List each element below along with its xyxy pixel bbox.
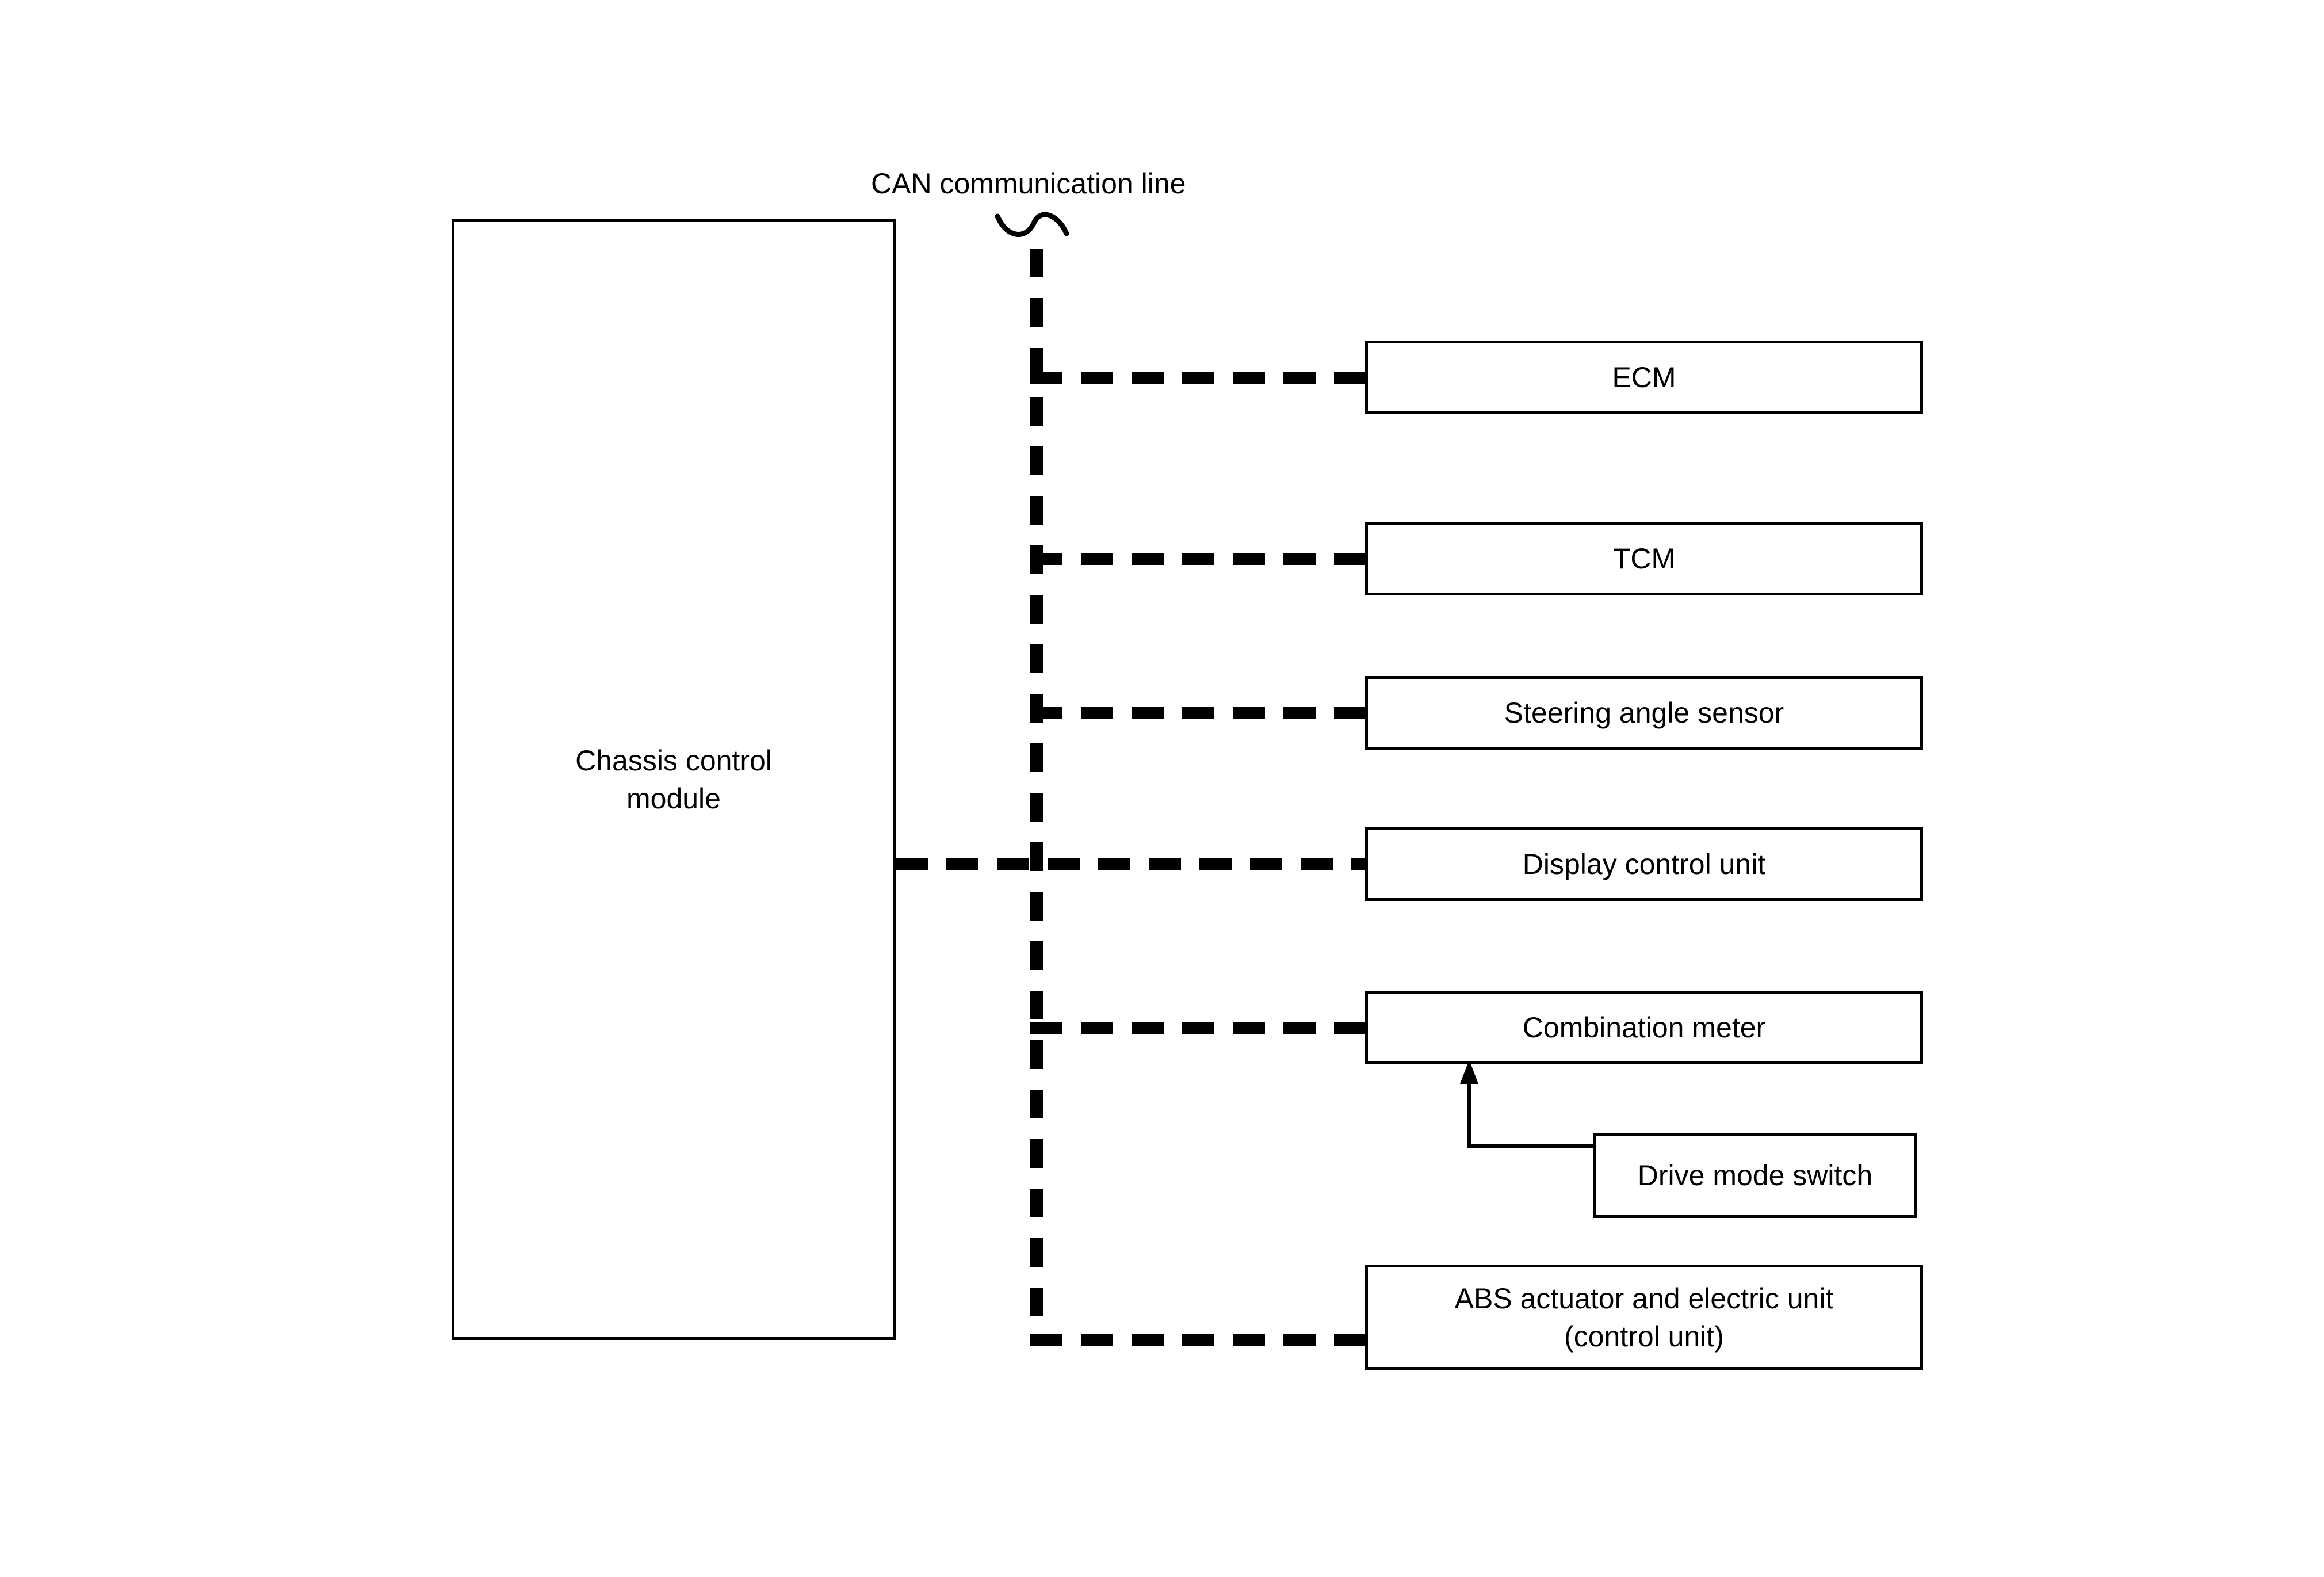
- combination-meter-label: Combination meter: [1522, 1011, 1766, 1044]
- chassis-control-module-label: Chassis control module: [575, 744, 772, 815]
- tcm-box: TCM: [1365, 522, 1923, 595]
- can-branch-steering-angle-sensor: [1030, 707, 1365, 719]
- ecm-label: ECM: [1612, 361, 1676, 394]
- steering-angle-sensor-label: Steering angle sensor: [1504, 697, 1784, 729]
- drive-mode-switch-box: Drive mode switch: [1593, 1133, 1917, 1218]
- abs-actuator-and-electric-unit-box: ABS actuator and electric unit (control …: [1365, 1265, 1923, 1370]
- drive-mode-switch-connector-arrow: [1460, 1060, 1605, 1148]
- can-joint-steering: [1030, 707, 1043, 719]
- can-branch-combination-meter: [1030, 1022, 1365, 1034]
- can-branch-tcm: [1030, 553, 1365, 565]
- abs-actuator-and-electric-unit-label: ABS actuator and electric unit (control …: [1454, 1282, 1834, 1353]
- ecm-box: ECM: [1365, 341, 1923, 414]
- can-joint-abs: [1030, 1334, 1043, 1346]
- combination-meter-box: Combination meter: [1365, 991, 1923, 1064]
- chassis-control-module-box: Chassis control module: [452, 219, 896, 1340]
- tcm-label: TCM: [1612, 543, 1676, 575]
- can-branch-abs-actuator: [1030, 1334, 1365, 1346]
- display-control-unit-box: Display control unit: [1365, 827, 1923, 901]
- display-control-unit-label: Display control unit: [1522, 848, 1766, 880]
- can-communication-line-caption: CAN communication line: [871, 167, 1186, 200]
- can-joint-display: [1030, 858, 1043, 870]
- can-joint-tcm: [1030, 553, 1043, 565]
- can-joint-meter: [1030, 1022, 1043, 1034]
- can-branch-display-control-unit: [896, 858, 1365, 870]
- can-branch-ecm: [1030, 372, 1365, 384]
- steering-angle-sensor-box: Steering angle sensor: [1365, 676, 1923, 750]
- drive-mode-switch-label: Drive mode switch: [1637, 1159, 1873, 1192]
- can-joint-ecm: [1030, 372, 1043, 384]
- can-bus-vertical-line: [1030, 249, 1043, 1346]
- can-bus-break-squiggle-icon: [995, 212, 1069, 237]
